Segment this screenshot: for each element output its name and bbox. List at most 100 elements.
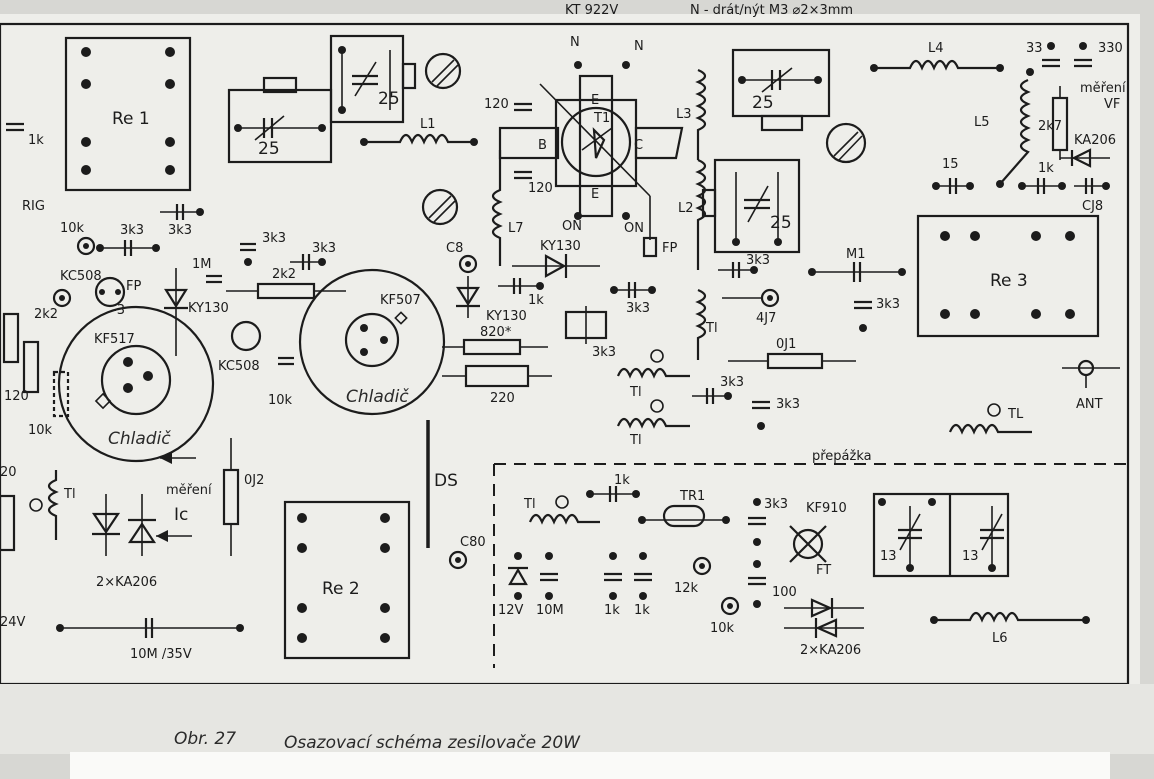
- c-120-b: 120: [528, 181, 553, 196]
- connector-12k: 12k: [674, 556, 712, 596]
- trimmer-13-a-value: 13: [880, 549, 897, 564]
- relay-3-label: Re 3: [990, 271, 1028, 291]
- nut-on-2: ON: [624, 221, 644, 236]
- tl-label-6: Tl: [523, 497, 536, 512]
- ka206x2-b-label: 2×KA206: [800, 643, 861, 658]
- kf517-label: KF517: [94, 332, 135, 347]
- diode-ka206: KA206: [1060, 133, 1116, 168]
- ky130-a-label: KY130: [188, 301, 229, 316]
- kc508-b-label: KC508: [218, 359, 260, 374]
- fp-a-label: FP: [126, 279, 141, 294]
- 24v-label: 24V: [0, 615, 26, 630]
- l1-label: L1: [420, 117, 436, 132]
- coil-l2: L2: [678, 158, 707, 270]
- ka206x2-a-label: 2×KA206: [96, 575, 157, 590]
- chokes-tl: Tl Tl Tl TL Tl Tl: [29, 288, 1032, 540]
- ft-label: FT: [816, 563, 831, 578]
- c-1k-b: 1k: [528, 293, 544, 308]
- transistor-kf910: KF910 FT: [789, 501, 847, 578]
- coil-l3: L3: [676, 68, 707, 160]
- transistor-t1: E E B C T1 N N ON ON: [498, 35, 684, 240]
- c-3k3-d: 3k3: [312, 241, 336, 256]
- c-10m: 10M: [536, 603, 564, 618]
- tl-label-3: Tl: [629, 433, 642, 448]
- ds-label: DS: [434, 471, 458, 491]
- l2-label: L2: [678, 201, 694, 216]
- minus3-label: -3: [112, 303, 125, 318]
- c-3k3-a: 3k3: [120, 223, 144, 238]
- c-33: 33: [1026, 41, 1043, 56]
- t1-label: T1: [593, 111, 610, 126]
- c-100: 100: [772, 585, 797, 600]
- c-1: 1k: [1038, 161, 1054, 176]
- diodes-2xka206-right: 2×KA206: [784, 598, 864, 658]
- 10k-a-label: 10k: [60, 221, 85, 236]
- c-10k-kc508: 10k: [268, 393, 293, 408]
- c-cj8: CJ8: [1082, 199, 1103, 214]
- diodes-2xka206-left: 2×KA206: [91, 494, 157, 590]
- header-top-left: KT 922V: [565, 3, 618, 18]
- r-0j1-value: 0J1: [776, 337, 796, 352]
- tl-label-1: Tl: [705, 321, 718, 336]
- ant-label: ANT: [1076, 397, 1103, 412]
- tl-label-5: Tl: [63, 487, 76, 502]
- c-3k3-b: 3k3: [168, 223, 192, 238]
- tr1-label: TR1: [679, 489, 705, 504]
- l5-label: L5: [974, 115, 990, 130]
- trimmer-cap-25-b: 25: [329, 34, 417, 124]
- connector-10k-a: 10k: [60, 221, 96, 256]
- c-10m-35v: 10M /35V: [130, 647, 192, 662]
- trimmer-cap-25-a: 25: [227, 76, 333, 164]
- c-1m: 1M: [192, 257, 212, 272]
- relay-1-label: Re 1: [112, 109, 150, 129]
- kc508-a-label: KC508: [60, 269, 102, 284]
- ky130-b-label: KY130: [540, 239, 581, 254]
- l4-label: L4: [928, 41, 944, 56]
- l6-label: L6: [992, 631, 1008, 646]
- resistor-220: 220: [442, 364, 552, 406]
- nut-n-2: N: [634, 39, 644, 54]
- tl-label-2: Tl: [629, 385, 642, 400]
- c-3k3-k: 3k3: [764, 497, 788, 512]
- trimmer-25-a-value: 25: [258, 139, 280, 159]
- trimmer-25-c-value: 25: [752, 93, 774, 113]
- coil-l7: L7: [491, 150, 524, 266]
- resistor-820: 820*: [442, 325, 548, 356]
- zener-12v: 12V: [498, 552, 528, 618]
- coil-l4: L4: [870, 41, 1004, 72]
- l7-label: L7: [508, 221, 524, 236]
- trimmer-25-b-value: 25: [378, 89, 400, 109]
- c-3k3-c: 3k3: [262, 231, 286, 246]
- coil-l1: L1: [360, 117, 478, 146]
- transistor-kc508-b: KC508: [218, 320, 262, 374]
- trimmer-25-d-value: 25: [770, 213, 792, 233]
- connector-10k-b: 10k: [710, 596, 740, 636]
- r-10k-left-value: 10k: [28, 423, 53, 438]
- pin-e-top: E: [591, 93, 599, 108]
- c-3k3-e: 3k3: [626, 301, 650, 316]
- r-220-value: 220: [490, 391, 515, 406]
- c-3k3-f: 3k3: [746, 253, 770, 268]
- c-120-a: 120: [484, 97, 509, 112]
- pin-c: C: [634, 138, 643, 153]
- connector-4j7: 4J7: [722, 288, 780, 326]
- resistor-0j2: 0J2: [222, 438, 264, 556]
- screw-3: [825, 122, 867, 164]
- 4j7-label: 4J7: [756, 311, 776, 326]
- diode-ky130-b: KY130: [512, 239, 600, 278]
- trimmer-cap-25-c: 25: [731, 48, 831, 132]
- tl-label-4: TL: [1007, 407, 1024, 422]
- zener-12v-label: 12V: [498, 603, 524, 618]
- heatsink-kf507: KF507 Chladič: [298, 268, 446, 416]
- caption-text: Osazovací schéma zesilovače 20W: [284, 733, 581, 753]
- relay-1: Re 1: [64, 36, 192, 192]
- ant-connector: ANT: [1062, 359, 1120, 412]
- c-m1: M1: [846, 247, 866, 262]
- heatsink-2-label: Chladič: [346, 387, 409, 407]
- rig-label: RIG: [22, 199, 45, 214]
- connector-c80: C80: [448, 535, 486, 570]
- resistor-2k2: 2k2: [226, 267, 346, 300]
- kf507-label: KF507: [380, 293, 421, 308]
- screw-1: [424, 52, 462, 90]
